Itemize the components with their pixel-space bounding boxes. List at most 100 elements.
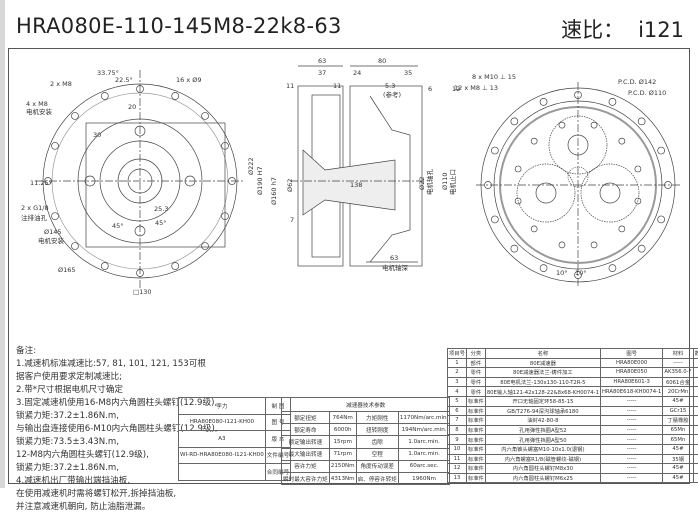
sig-value: HRA80E080-I121-KH00 xyxy=(179,414,266,431)
bom-cell: HRA80E601-3 xyxy=(600,377,662,387)
bom-cell: 零件 xyxy=(466,368,485,378)
bolt-hole xyxy=(511,118,518,125)
bolt-hole xyxy=(172,262,179,269)
bom-cell: 内六角锥头螺塞M10-10x1.0(退钢) xyxy=(485,444,600,454)
sig-value: WI-RD-HRA80E080-I121-KH00 xyxy=(179,447,266,464)
bom-cell: ----- xyxy=(600,425,662,435)
dim-label: □130 xyxy=(133,288,152,296)
param-cell: 容许力矩 xyxy=(282,460,330,472)
bolt-hole xyxy=(559,242,565,248)
bom-header: 数量 xyxy=(693,349,698,359)
dim-label: 45° xyxy=(155,219,167,227)
dim-label: 10° xyxy=(556,269,568,277)
dim-label: 138 xyxy=(350,181,362,189)
param-cell: 2150Nm xyxy=(329,460,356,472)
bolt-hole xyxy=(172,93,179,100)
bolt-hole xyxy=(515,166,521,172)
dim-label: P.C.D. Ø110 xyxy=(628,89,666,97)
param-cell: 额定扭矩 xyxy=(282,412,330,424)
dim-label: 22.5° xyxy=(115,76,133,84)
sig-value: A3 xyxy=(179,431,266,448)
bom-cell: ----- xyxy=(600,444,662,454)
dim-label: 5.3 xyxy=(385,82,395,90)
params-title: 减速器技术参数 xyxy=(282,398,450,412)
sig-value: 李力 xyxy=(179,398,266,415)
bom-cell: 标准件 xyxy=(466,425,485,435)
front-view xyxy=(35,70,245,290)
bom-cell: 5 xyxy=(448,396,467,406)
bom-cell: 65Mn xyxy=(663,425,693,435)
bom-cell: 20CrMn xyxy=(663,387,693,397)
rear-view xyxy=(476,82,680,288)
dim-label: 电机轴孔 xyxy=(425,169,434,196)
bolt-hole xyxy=(52,213,59,220)
bom-cell: 1 xyxy=(693,435,698,445)
bom-cell: 45# xyxy=(663,473,693,483)
bom-cell: 孔用弹性挡圈A型52 xyxy=(485,425,600,435)
bom-cell: 1 xyxy=(693,368,698,378)
bolt-hole xyxy=(101,262,108,269)
bom-header: 项目号 xyxy=(448,349,467,359)
table-row: 李力制 图 xyxy=(179,398,291,415)
bolt-hole xyxy=(591,242,597,248)
bom-cell: HRA80E618-KH0074-1 xyxy=(600,387,662,397)
param-cell: 齿隙 xyxy=(356,436,398,448)
table-header: 项目号分类名称图号材料数量备注 xyxy=(448,349,698,359)
sig-value xyxy=(179,464,266,481)
param-cell: 瞬时最大容许力矩 xyxy=(282,472,330,484)
bom-table: 项目号分类名称图号材料数量备注1部件80E减速器HRA80E000-----12… xyxy=(447,348,698,483)
bolt-hole xyxy=(540,98,547,105)
dim-label: 2 x G1/8 xyxy=(21,204,49,212)
bom-cell: HRA80E000 xyxy=(600,358,662,368)
bom-cell: 4 xyxy=(693,473,698,483)
dim-label: 4 x M8 xyxy=(26,100,48,108)
dim-label: 63 xyxy=(318,57,326,65)
bom-cell: 标准件 xyxy=(466,435,485,445)
dim-label: 6 xyxy=(428,85,432,93)
bolt-hole xyxy=(71,112,78,119)
note-line: 并注意减速机朝向, 防止油脂泄漏。 xyxy=(16,501,218,514)
bom-cell: 80E减速器法兰-铸件加工 xyxy=(485,368,600,378)
bolt-hole xyxy=(202,112,209,119)
bolt-hole xyxy=(658,216,665,223)
dim-label: 11 xyxy=(333,82,341,90)
planet-gear xyxy=(581,164,639,222)
dim-label: 电机轴深 xyxy=(382,263,409,272)
bom-cell: 标准件 xyxy=(466,444,485,454)
planet-hub xyxy=(600,183,620,203)
bolt-hole xyxy=(609,265,616,272)
dim-label: 16 x Ø9 xyxy=(176,76,202,84)
dim-label: 2 x M8 xyxy=(50,80,72,88)
bom-cell: 6061合金 xyxy=(663,377,693,387)
param-cell: 1.0arc.min. xyxy=(398,436,450,448)
dim-label: P.C.D. Ø142 xyxy=(618,78,656,86)
bom-cell: 45# xyxy=(663,396,693,406)
bom-cell: 丁腈橡胶 xyxy=(663,416,693,426)
param-cell: 扭转刚度 xyxy=(356,424,398,436)
dim-label: Ø22 xyxy=(418,177,426,190)
bom-cell: ----- xyxy=(600,406,662,416)
bom-cell: 标准件 xyxy=(466,406,485,416)
bom-cell: 开口无轴固定环58-85-15 xyxy=(485,396,600,406)
bolt-hole xyxy=(635,166,641,172)
bom-cell: AK356.0-F xyxy=(663,368,693,378)
dim-label: 11.25° xyxy=(30,179,52,187)
bom-cell: 标准件 xyxy=(466,416,485,426)
bom-cell: 部件 xyxy=(466,358,485,368)
dim-label: Ø145 xyxy=(44,228,62,236)
bom-cell: 标准件 xyxy=(466,396,485,406)
bom-cell: 45# xyxy=(663,444,693,454)
bom-cell: 45# xyxy=(663,464,693,474)
bom-cell: ----- xyxy=(600,435,662,445)
dim-label: 8 x M10 ⊥ 15 xyxy=(472,73,516,81)
dim-label: 12 x M8 ⊥ 13 xyxy=(454,84,498,92)
bolt-hole xyxy=(559,122,565,128)
